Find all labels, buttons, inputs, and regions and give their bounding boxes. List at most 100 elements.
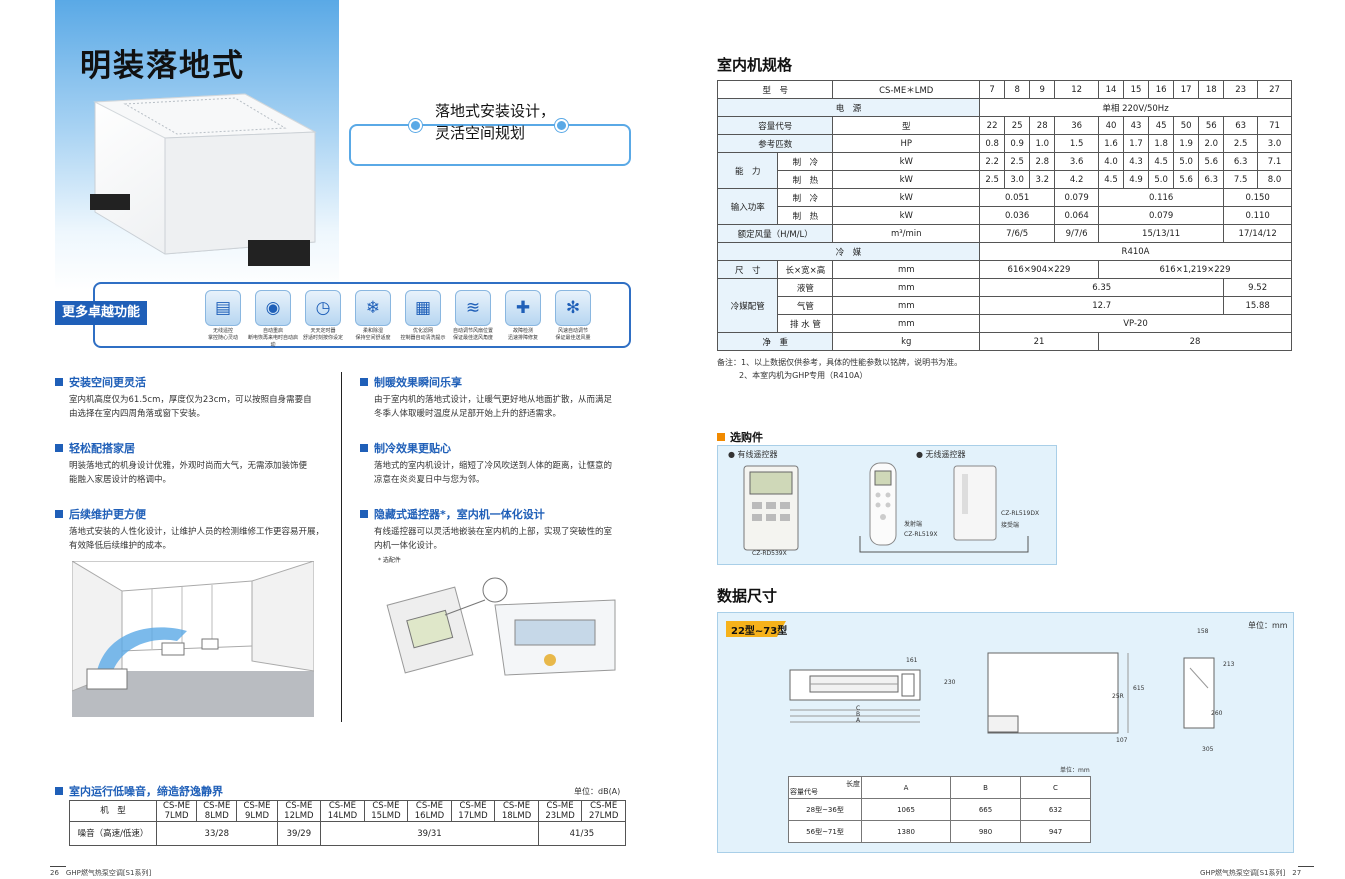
dims-unit-top: 单位：mm <box>1248 621 1288 630</box>
features-label: 更多卓越功能 <box>55 301 147 325</box>
callout-line-1: 落地式安装设计， <box>435 102 556 120</box>
noise-value: 39/29 <box>276 821 322 846</box>
column-divider <box>341 372 342 722</box>
section-cooling: 制冷效果更贴心 落地式的室内机设计，缩短了冷风吹送到人体的距离，让惬意的凉意在炎… <box>360 440 635 487</box>
noise-row-label: 噪音（高速/低速） <box>69 821 157 846</box>
dim-161: 161 <box>906 657 918 664</box>
features-row: ▤无线遥控掌控随心灵动 ◉自动重启断电恢再来电时自动启动 ◷天天定时器舒适时刻按… <box>198 290 598 349</box>
dim-25r: 25R <box>1112 693 1124 700</box>
dims-corner: 长度容量代号 <box>788 776 862 799</box>
gentle-defrost-icon: ❄ <box>355 290 391 326</box>
self-diagnosis-icon: ✚ <box>505 290 541 326</box>
feature-item: ▦优化滤网控制器自动清洗提示 <box>398 290 448 349</box>
dim-213: 213 <box>1223 661 1235 668</box>
callout-dot-left <box>409 119 422 132</box>
wired-label: ● 有线遥控器 <box>728 450 778 459</box>
section-install: 安装空间更灵活 室内机高度仅为61.5cm，厚度仅为23cm，可以按照自身需要自… <box>55 374 330 421</box>
feature-item: ≋自动调节风扇位置保证最佳送风角度 <box>448 290 498 349</box>
noise-heading: 室内运行低噪音，缔造舒逸静界 <box>55 783 223 799</box>
table-row: 电 源 单相 220V/50Hz <box>716 98 1292 117</box>
page-title: 明装落地式 <box>80 48 245 84</box>
remote-install-illustration <box>386 577 616 676</box>
dimension-drawing <box>789 652 1215 734</box>
clock-icon: ◷ <box>305 290 341 326</box>
right-sections: 制暖效果瞬间乐享 由于室内机的落地式设计，让暖气更好地从地面扩散，从而满足冬季人… <box>360 374 635 564</box>
feature-item: ▤无线遥控掌控随心灵动 <box>198 290 248 349</box>
fan-speed-icon: ✻ <box>555 290 591 326</box>
dim-107: 107 <box>1116 737 1128 744</box>
accessories-heading: 选购件 <box>717 429 763 445</box>
dim-b: B <box>856 711 861 718</box>
receiver-model: CZ-RL519DX <box>1001 510 1040 517</box>
footer-rule-left <box>50 866 66 867</box>
noise-value: 33/28 <box>156 821 278 846</box>
footer-rule-right <box>1298 866 1314 867</box>
table-row: 噪音（高速/低速） 33/28 39/29 39/31 41/35 <box>69 821 627 846</box>
transmitter-label: 发射端 <box>904 521 923 528</box>
footer-left: 26 GHP燃气热泵空调[S1系列] <box>50 869 152 877</box>
auto-restart-icon: ◉ <box>255 290 291 326</box>
room-illustration <box>72 561 314 717</box>
feature-item: ✻风速自动调节保证最佳送风量 <box>548 290 598 349</box>
wireless-remote-icon: ▤ <box>205 290 241 326</box>
accessories-panel: ● 有线遥控器 ● 无线遥控器 CZ-RD539X 发射端 CZ-RL519X … <box>717 445 1057 565</box>
spec-notes: 备注：1、以上数据仅供参考，具体的性能参数以铭牌，说明书为准。 2、本室内机为G… <box>717 358 963 380</box>
dims-heading: 数据尺寸 <box>717 587 778 605</box>
range-text: 22型~73型 <box>731 626 788 637</box>
transmitter-model: CZ-RL519X <box>904 531 938 538</box>
dims-unit-table: 单位：mm <box>1060 767 1090 774</box>
filter-icon: ▦ <box>405 290 441 326</box>
spec-title: 室内机规格 <box>717 56 793 74</box>
feature-item: ❄柔和除湿保持空间舒适度 <box>348 290 398 349</box>
callout-box <box>349 124 631 166</box>
section-decor: 轻松配搭家居 明装落地式的机身设计优雅，外观时尚而大气，无需添加装饰便能融入家居… <box>55 440 330 487</box>
feature-item: ◷天天定时器舒适时刻按你设定 <box>298 290 348 349</box>
wired-remote-icon <box>743 465 799 551</box>
auto-swing-icon: ≋ <box>455 290 491 326</box>
connector-line <box>859 536 1029 553</box>
feature-item: ◉自动重启断电恢再来电时自动启动 <box>248 290 298 349</box>
section-hidden-remote: 隐藏式遥控器*，室内机一体化设计 有线遥控器可以灵活地嵌装在室内机的上部，实现了… <box>360 506 635 564</box>
receiver-icon <box>953 465 997 541</box>
noise-unit: 单位：dB(A) <box>574 787 621 796</box>
floor-unit-image <box>90 93 317 266</box>
dim-260: 260 <box>1211 710 1223 717</box>
section-heating: 制暖效果瞬间乐享 由于室内机的落地式设计，让暖气更好地从地面扩散，从而满足冬季人… <box>360 374 635 421</box>
dims-panel: 22型~73型 单位：mm 161 230 C B A 615 25R 107 … <box>717 612 1294 853</box>
dim-c: C <box>856 705 861 712</box>
callout-dot-right <box>555 119 568 132</box>
transmitter-remote-icon <box>869 462 897 546</box>
dim-615: 615 <box>1133 685 1145 692</box>
callout-line-2: 灵活空间规划 <box>435 124 526 142</box>
callout-text: 落地式安装设计， 灵活空间规划 <box>435 100 555 144</box>
